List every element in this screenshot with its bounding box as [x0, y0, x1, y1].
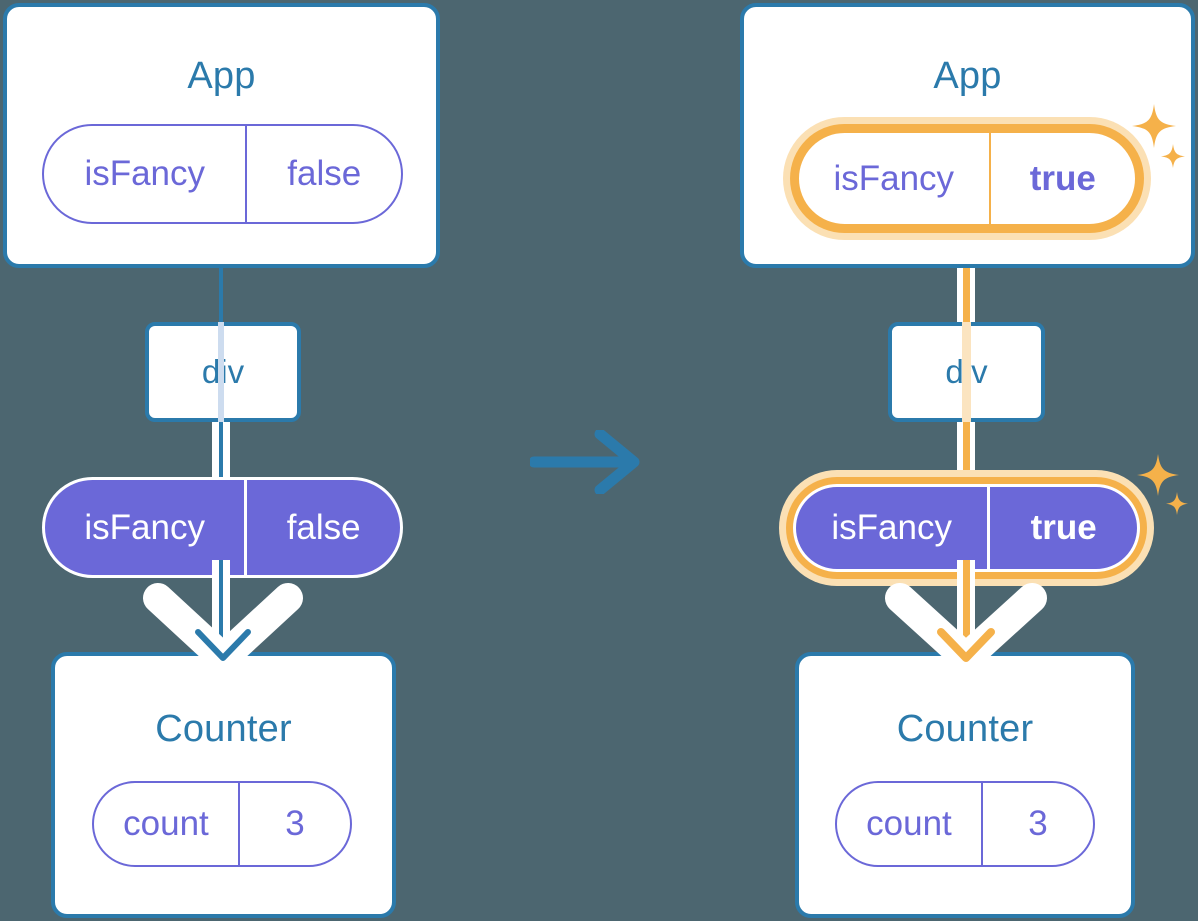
connector-div-to-prop-after: [963, 420, 970, 482]
counter-state-value-after: 3: [1028, 804, 1048, 843]
prop-value-after: true: [1030, 508, 1097, 547]
app-title-after: App: [933, 55, 1002, 97]
transition-arrow-icon: [530, 430, 640, 494]
connector-prop-to-counter-after: [963, 560, 970, 658]
prop-key-before: isFancy: [45, 480, 248, 575]
prop-pill-after[interactable]: isFancy true: [793, 484, 1140, 572]
app-title-before: App: [187, 55, 256, 97]
counter-state-value-before: 3: [285, 804, 305, 843]
prop-key-after: isFancy: [796, 487, 991, 569]
app-state-key-before: isFancy: [44, 126, 248, 222]
app-state-key-after: isFancy: [799, 133, 991, 224]
connector-app-to-div-before: [219, 267, 223, 325]
app-state-pill-before[interactable]: isFancy false: [42, 124, 403, 224]
counter-title-before: Counter: [155, 708, 292, 750]
connector-through-div-after: [962, 322, 971, 422]
connector-prop-to-counter-before: [219, 560, 223, 660]
sparkle-icon-prop-after: [1137, 454, 1188, 515]
app-state-value-before: false: [287, 154, 362, 193]
prop-flow-arrow-before: [143, 583, 303, 673]
prop-flow-arrow-after: [885, 583, 1047, 673]
counter-state-key-before: count: [94, 783, 240, 865]
connector-app-to-div-after: [963, 215, 970, 330]
counter-state-key-after: count: [837, 783, 983, 865]
app-state-value-after: true: [1029, 158, 1096, 198]
connector-through-div-before: [218, 322, 224, 422]
prop-value-before: false: [286, 507, 361, 547]
sparkle-icon-app-after: [1132, 104, 1185, 168]
counter-state-pill-after[interactable]: count 3: [835, 781, 1095, 867]
counter-title-after: Counter: [896, 708, 1034, 750]
connector-div-to-prop-before: [219, 420, 223, 482]
app-state-pill-after[interactable]: isFancy true: [797, 131, 1137, 226]
counter-state-pill-before[interactable]: count 3: [92, 781, 352, 867]
